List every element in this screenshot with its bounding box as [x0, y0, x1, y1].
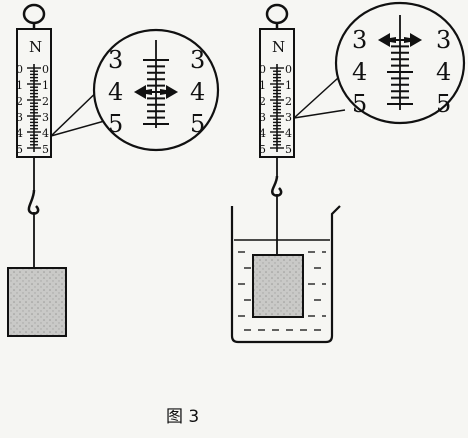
mag-label-right-4: 4	[436, 58, 451, 86]
tick-label-right-2: 2	[285, 95, 292, 108]
pointer-right-arrow-head	[410, 33, 422, 47]
tick-label-left-2: 2	[16, 95, 23, 108]
tick-label-right-1: 1	[42, 79, 49, 92]
tick-label-left-5: 5	[259, 143, 266, 156]
tick-label-left-5: 5	[16, 143, 23, 156]
mag-label-right-5: 5	[190, 110, 205, 138]
tick-label-left-2: 2	[259, 95, 266, 108]
water	[238, 251, 326, 331]
figure-caption: 图 3	[166, 407, 199, 427]
tick-label-left-3: 3	[16, 111, 23, 124]
magnifier-air: 3 4 5 3 4 5	[50, 28, 220, 152]
beaker-outline	[230, 205, 341, 344]
tick-label-right-3: 3	[42, 111, 49, 124]
mag-label-right-3: 3	[190, 46, 205, 74]
tick-label-right-5: 5	[285, 143, 292, 156]
mag-label-left-5: 5	[108, 110, 123, 138]
pointer-left-arrow-head	[134, 85, 146, 99]
tick-label-left-1: 1	[16, 79, 23, 92]
beaker	[230, 205, 341, 344]
scale-ticks	[27, 67, 41, 149]
hanging-ring	[265, 3, 289, 25]
scale-ticks	[270, 67, 284, 149]
spring-scale-air: N 0 1 2 3 4 5 0 1 2 3 4 5	[7, 3, 67, 337]
pointer-left-arrow-head	[378, 33, 390, 47]
tick-label-right-4: 4	[42, 127, 49, 140]
tick-label-left-4: 4	[259, 127, 266, 140]
hook	[271, 175, 283, 197]
tick-label-left-4: 4	[16, 127, 23, 140]
tick-label-right-1: 1	[285, 79, 292, 92]
mag-label-right-4: 4	[190, 78, 205, 106]
mag-label-left-4: 4	[352, 58, 367, 86]
tick-label-left-1: 1	[259, 79, 266, 92]
tick-label-left-3: 3	[259, 111, 266, 124]
tick-label-right-5: 5	[42, 143, 49, 156]
hook	[27, 189, 40, 215]
hanging-ring	[22, 3, 46, 25]
pointer-right-arrow-head	[166, 85, 178, 99]
metal-block	[7, 267, 67, 337]
unit-label: N	[272, 38, 285, 56]
tick-label-right-0: 0	[42, 63, 49, 76]
pointer-arrows	[134, 85, 178, 99]
magnified-ticks	[143, 59, 169, 125]
mag-label-left-5: 5	[352, 90, 367, 118]
mag-label-left-4: 4	[108, 78, 123, 106]
submerged-block	[252, 254, 304, 318]
tick-label-right-0: 0	[285, 63, 292, 76]
magnifier-water: 3 4 5 3 4 5	[293, 1, 466, 125]
unit-label: N	[29, 38, 42, 56]
tick-label-left-0: 0	[16, 63, 23, 76]
mag-label-right-3: 3	[436, 26, 451, 54]
mag-label-left-3: 3	[352, 26, 367, 54]
mag-label-left-3: 3	[108, 46, 123, 74]
tick-label-left-0: 0	[259, 63, 266, 76]
tick-label-right-3: 3	[285, 111, 292, 124]
tick-label-right-2: 2	[42, 95, 49, 108]
spring-scale-water: N 0 1 2 3 4 5 0 1 2 3 4 5	[259, 3, 295, 255]
mag-label-right-5: 5	[436, 90, 451, 118]
pointer-arrows	[378, 33, 422, 47]
tick-label-right-4: 4	[285, 127, 292, 140]
